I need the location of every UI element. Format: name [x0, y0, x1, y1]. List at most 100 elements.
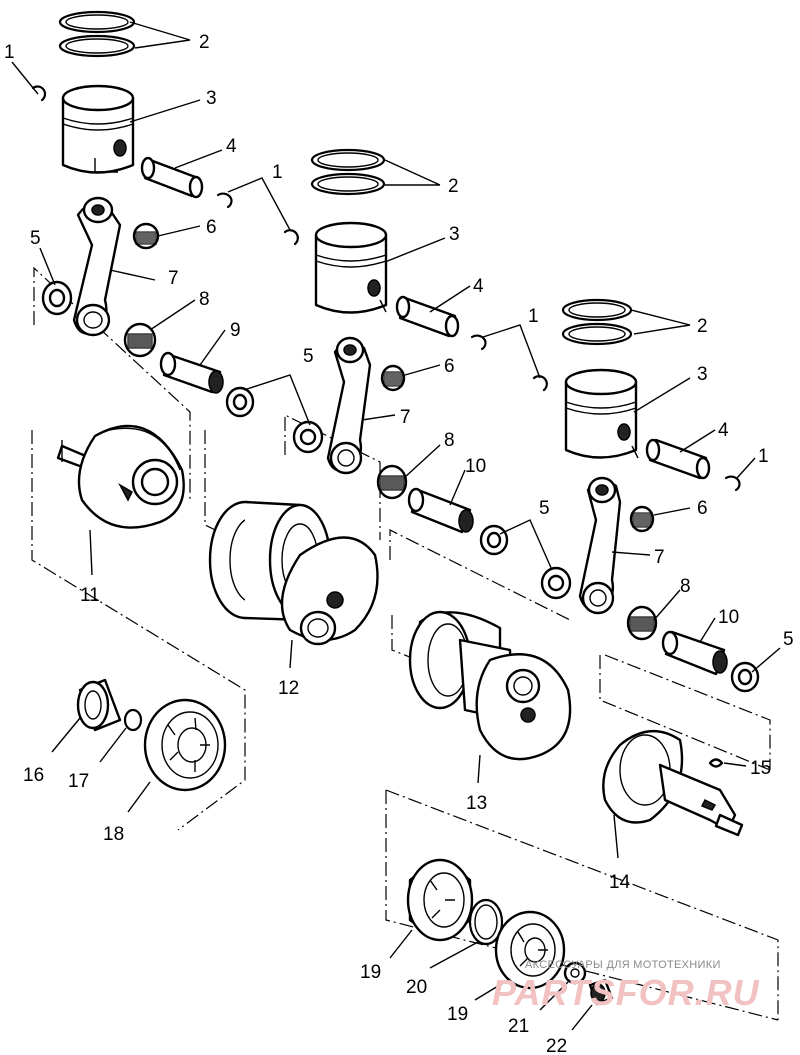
- piston-2: [314, 221, 388, 314]
- main-bearing-19a: [406, 858, 474, 942]
- callout-11: 11: [80, 585, 100, 606]
- cylinder-group-2: [283, 148, 509, 556]
- thrust-washer-3: [292, 420, 324, 454]
- callout-6-a: 6: [206, 217, 217, 238]
- circlip-1a: [31, 85, 47, 102]
- piston-rings-1: [58, 10, 136, 58]
- callout-1-a: 1: [4, 42, 15, 63]
- callout-17: 17: [68, 771, 89, 792]
- bearing-group-bottom: [406, 858, 614, 1006]
- callout-7-c: 7: [654, 547, 665, 568]
- callout-4-c: 4: [718, 420, 729, 441]
- connecting-rod-2: [326, 336, 372, 475]
- crank-pin-9: [159, 351, 224, 394]
- needle-bearing-small-3: [629, 505, 655, 533]
- callout-4-b: 4: [473, 276, 484, 297]
- thrust-washer-2: [225, 386, 255, 418]
- wrist-pin-1: [140, 156, 204, 199]
- crankshaft-end-11: [56, 424, 185, 529]
- seal-ring-20: [468, 898, 504, 946]
- leader-lines: [11, 21, 781, 1031]
- watermark-brand: PARTSFOR.RU: [492, 972, 760, 1013]
- callout-3-c: 3: [697, 364, 708, 385]
- cylinder-group-3: [532, 298, 760, 693]
- callout-16: 16: [23, 765, 44, 786]
- connecting-rod-3: [578, 476, 622, 615]
- o-ring-17: [123, 708, 143, 732]
- callout-19-b: 19: [447, 1004, 468, 1025]
- circlip-3a: [532, 375, 548, 392]
- callout-8-b: 8: [444, 430, 455, 451]
- callout-8-c: 8: [680, 576, 691, 597]
- washer-21: [563, 961, 587, 985]
- thrust-washer-5: [540, 566, 572, 600]
- callout-21: 21: [508, 1016, 529, 1037]
- bearing-group-left: [76, 678, 227, 792]
- callout-1-b: 1: [272, 162, 283, 183]
- assembly-lines: [31, 266, 779, 1021]
- main-bearing-18: [143, 698, 227, 792]
- main-bearing-19b: [494, 910, 566, 990]
- piston-rings-3: [561, 298, 633, 346]
- callout-3-a: 3: [206, 88, 217, 109]
- callout-1-d: 1: [758, 446, 769, 467]
- circlip-3b: [724, 475, 741, 492]
- callout-2-c: 2: [697, 316, 708, 337]
- crank-pin-10b: [661, 630, 728, 676]
- callout-7-b: 7: [400, 407, 411, 428]
- callout-4-a: 4: [226, 136, 237, 157]
- callout-14: 14: [609, 872, 631, 893]
- callout-10-a: 10: [465, 456, 486, 477]
- callout-9: 9: [230, 320, 241, 341]
- callout-18: 18: [103, 824, 124, 845]
- callout-20: 20: [406, 977, 427, 998]
- callout-6-b: 6: [444, 356, 455, 377]
- crankshaft-center-13: [408, 610, 572, 761]
- crank-pin-10a: [407, 487, 474, 534]
- watermark: АКСЕССУАРЫ ДЛЯ МОТОТЕХНИКИ PARTSFOR.RU: [492, 959, 760, 1013]
- circlip-2a: [283, 229, 299, 246]
- needle-bearing-large-3: [626, 605, 658, 641]
- circlip-2b: [470, 334, 487, 351]
- callout-19-a: 19: [360, 962, 381, 983]
- cylinder-group-1: [31, 10, 255, 418]
- callout-5-d: 5: [783, 629, 794, 650]
- callout-13: 13: [466, 793, 487, 814]
- piston-rings-2: [310, 148, 386, 196]
- crankshaft-center-12: [208, 500, 379, 646]
- thrust-washer-6: [730, 661, 760, 693]
- thrust-washer-4: [479, 524, 509, 556]
- circlip-1b: [216, 192, 233, 209]
- piston-1: [61, 84, 135, 174]
- callout-7-a: 7: [168, 268, 179, 289]
- callout-10-b: 10: [718, 607, 739, 628]
- crankshaft-end-14: [602, 729, 744, 837]
- callout-8-a: 8: [199, 289, 210, 310]
- bushing-16: [76, 678, 122, 732]
- thrust-washer-1: [41, 280, 73, 316]
- wrist-pin-3: [645, 438, 711, 480]
- piston-3: [564, 368, 639, 459]
- callout-2-b: 2: [448, 176, 459, 197]
- callout-labels: 2 1 3 4 5 6 7 8 9 1 2 3 4 5 6 7 8 10 1 2…: [4, 32, 794, 1055]
- needle-bearing-large-1: [123, 322, 157, 358]
- callout-5-a: 5: [30, 228, 41, 249]
- watermark-tagline: АКСЕССУАРЫ ДЛЯ МОТОТЕХНИКИ: [525, 959, 721, 971]
- callout-2-a: 2: [199, 32, 210, 53]
- callout-22: 22: [546, 1036, 567, 1055]
- callout-15: 15: [750, 758, 771, 779]
- needle-bearing-small-1: [132, 222, 160, 250]
- callout-5-c: 5: [539, 498, 550, 519]
- callout-12: 12: [278, 678, 299, 699]
- needle-bearing-large-2: [376, 464, 408, 500]
- connecting-rod-1: [72, 196, 122, 337]
- callout-5-b: 5: [303, 346, 314, 367]
- callout-6-c: 6: [697, 498, 708, 519]
- wrist-pin-2: [395, 295, 460, 338]
- callout-1-c: 1: [528, 306, 539, 327]
- woodruff-key-15: [708, 758, 724, 768]
- needle-bearing-small-2: [380, 364, 406, 392]
- nut-22: [588, 978, 614, 1006]
